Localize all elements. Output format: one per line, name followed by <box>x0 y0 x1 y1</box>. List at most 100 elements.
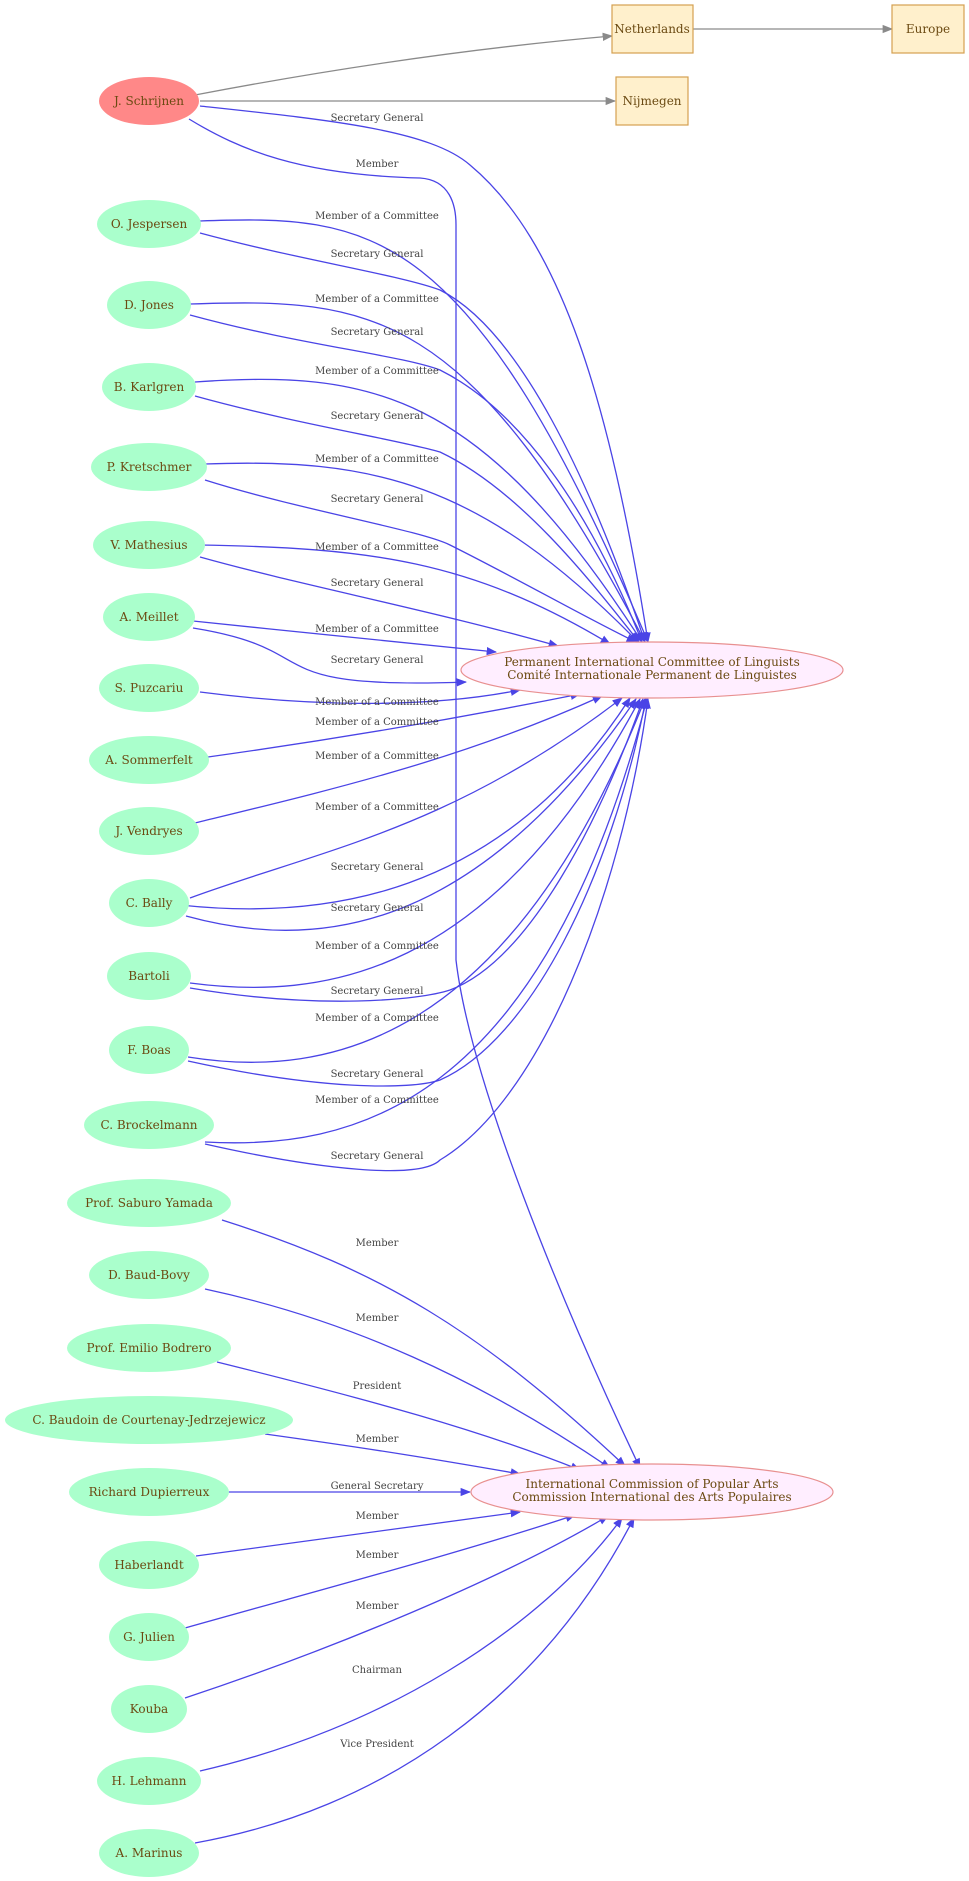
edge-label-lehmann: Chairman <box>352 1665 402 1676</box>
edge-kretschmer-secgen <box>204 479 637 643</box>
node-icpa-label-fr: Commission International des Arts Popula… <box>512 1490 791 1504</box>
node-bodrero-label: Prof. Emilio Bodrero <box>87 1341 212 1355</box>
node-karlgren-label: B. Karlgren <box>114 380 185 394</box>
edge-jespersen-committee <box>199 219 649 643</box>
edge-label-bartoli-committee: Member of a Committee <box>315 941 439 952</box>
edge-schrijnen-picl <box>199 105 651 644</box>
edge-meillet-secgen <box>192 627 468 687</box>
node-netherlands-label: Netherlands <box>614 22 690 36</box>
edge-label-mathesius-committee: Member of a Committee <box>315 542 439 553</box>
node-yamada-label: Prof. Saburo Yamada <box>85 1196 213 1210</box>
node-kretschmer-label: P. Kretschmer <box>107 460 192 474</box>
edge-kretschmer-committee <box>204 462 639 643</box>
edge-sommerfelt-committee <box>207 691 582 758</box>
node-jones[interactable]: D. Jones <box>107 281 191 329</box>
edge-baudbovy-icpa <box>204 1288 611 1469</box>
node-lehmann-label: H. Lehmann <box>112 1774 187 1788</box>
node-courtenay[interactable]: C. Baudoin de Courtenay-Jedrzejewicz <box>5 1396 293 1444</box>
edge-label-karlgren-secgen: Secretary General <box>331 411 424 422</box>
edge-jones-committee <box>189 302 646 643</box>
node-nijmegen[interactable]: Nijmegen <box>615 76 689 126</box>
node-puzcariu[interactable]: S. Puzcariu <box>99 664 199 712</box>
node-europe-label: Europe <box>906 22 950 36</box>
node-brockelmann-label: C. Brockelmann <box>100 1118 197 1132</box>
node-mathesius-label: V. Mathesius <box>109 538 187 552</box>
edge-brockelmann-committee <box>204 697 649 1144</box>
node-vendryes[interactable]: J. Vendryes <box>99 807 199 855</box>
node-brockelmann[interactable]: C. Brockelmann <box>84 1101 214 1149</box>
node-sommerfelt[interactable]: A. Sommerfelt <box>89 736 209 784</box>
edge-label-baudbovy: Member <box>356 1313 399 1324</box>
node-bodrero[interactable]: Prof. Emilio Bodrero <box>67 1324 231 1372</box>
edge-label-kretschmer-committee: Member of a Committee <box>315 454 439 465</box>
node-bartoli-label: Bartoli <box>128 969 170 983</box>
edge-label-kouba: Member <box>356 1601 399 1612</box>
node-meillet[interactable]: A. Meillet <box>103 593 195 641</box>
node-puzcariu-label: S. Puzcariu <box>115 681 184 695</box>
node-marinus[interactable]: A. Marinus <box>99 1829 199 1877</box>
edge-label-brockelmann-secgen: Secretary General <box>331 1151 424 1162</box>
edge-jespersen-secgen <box>199 232 646 643</box>
edge-bartoli-secgen <box>189 698 644 1002</box>
node-picl[interactable]: Permanent International Committee of Lin… <box>460 641 844 699</box>
node-kouba[interactable]: Kouba <box>111 1685 187 1733</box>
node-yamada[interactable]: Prof. Saburo Yamada <box>67 1179 231 1227</box>
edge-lehmann-icpa <box>199 1517 623 1772</box>
edge-label-jespersen-secgen: Secretary General <box>331 249 424 260</box>
node-dupierreux[interactable]: Richard Dupierreux <box>69 1468 229 1516</box>
edge-mathesius-committee <box>199 544 611 645</box>
edge-mathesius-secgen <box>199 556 560 648</box>
edge-vendryes-committee <box>194 695 603 824</box>
node-jespersen-label: O. Jespersen <box>111 217 188 231</box>
node-marinus-label: A. Marinus <box>115 1846 183 1860</box>
edge-label-boas-committee: Member of a Committee <box>315 1013 439 1024</box>
node-kretschmer[interactable]: P. Kretschmer <box>91 443 207 491</box>
node-boas[interactable]: F. Boas <box>109 1026 189 1074</box>
node-mathesius[interactable]: V. Mathesius <box>93 521 205 569</box>
node-bally[interactable]: C. Bally <box>109 879 189 927</box>
edge-bally-secgen-a <box>179 697 631 910</box>
node-picl-label-fr: Comité Internationale Permanent de Lingu… <box>507 668 797 682</box>
edge-label-schrijnen-member: Member <box>356 159 399 170</box>
node-julien[interactable]: G. Julien <box>109 1613 189 1661</box>
node-bartoli[interactable]: Bartoli <box>107 952 191 1000</box>
edge-kouba-icpa <box>184 1515 609 1699</box>
node-nijmegen-label: Nijmegen <box>622 94 681 108</box>
edge-meillet-committee <box>192 620 498 656</box>
edge-label-courtenay: Member <box>356 1434 399 1445</box>
edge-label-bally-secgen-b: Secretary General <box>331 903 424 914</box>
node-lehmann[interactable]: H. Lehmann <box>97 1757 201 1805</box>
node-schrijnen-label: J. Schrijnen <box>112 94 184 108</box>
edge-label-bally-committee: Member of a Committee <box>315 802 439 813</box>
node-jespersen[interactable]: O. Jespersen <box>97 200 201 248</box>
node-meillet-label: A. Meillet <box>118 610 178 624</box>
edge-label-yamada: Member <box>356 1238 399 1249</box>
node-baudbovy[interactable]: D. Baud-Bovy <box>89 1251 209 1299</box>
edge-label-boas-secgen: Secretary General <box>331 1069 424 1080</box>
edge-label-dupierreux: General Secretary <box>331 1481 424 1492</box>
node-kouba-label: Kouba <box>130 1702 168 1716</box>
node-courtenay-label: C. Baudoin de Courtenay-Jedrzejewicz <box>32 1413 265 1427</box>
node-europe[interactable]: Europe <box>891 4 965 54</box>
node-schrijnen[interactable]: J. Schrijnen <box>99 77 199 125</box>
edge-label-jones-secgen: Secretary General <box>331 327 424 338</box>
node-haberlandt[interactable]: Haberlandt <box>99 1541 199 1589</box>
edge-label-vendryes-committee: Member of a Committee <box>315 751 439 762</box>
edge-schrijnen-netherlands <box>194 32 614 96</box>
edge-label-bally-secgen-a: Secretary General <box>331 862 424 873</box>
edge-boas-secgen <box>187 697 649 1087</box>
edge-julien-icpa <box>184 1514 576 1629</box>
edge-bally-secgen-b <box>185 698 637 931</box>
edge-label-kretschmer-secgen: Secretary General <box>331 494 424 505</box>
node-netherlands[interactable]: Netherlands <box>611 4 694 54</box>
edge-yamada-icpa <box>221 1219 626 1467</box>
node-picl-label-en: Permanent International Committee of Lin… <box>504 655 800 669</box>
edge-label-karlgren-committee: Member of a Committee <box>315 366 439 377</box>
node-icpa[interactable]: International Commission of Popular Arts… <box>470 1463 834 1521</box>
node-baudbovy-label: D. Baud-Bovy <box>108 1268 190 1282</box>
node-jones-label: D. Jones <box>124 298 174 312</box>
node-karlgren[interactable]: B. Karlgren <box>102 363 196 411</box>
node-haberlandt-label: Haberlandt <box>114 1558 184 1572</box>
edge-label-schrijnen-secgen: Secretary General <box>331 113 424 124</box>
